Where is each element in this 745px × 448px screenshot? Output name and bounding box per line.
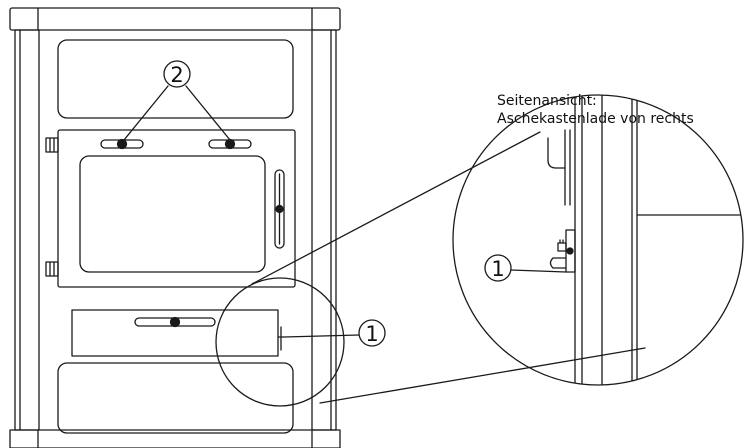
door-hinge-top	[45, 137, 59, 153]
door-handle	[274, 169, 285, 249]
door-slot-left	[100, 138, 144, 150]
stove-base	[9, 429, 341, 448]
door-slot-right	[208, 138, 252, 150]
combustion-door	[57, 129, 296, 288]
detail-view	[452, 94, 744, 386]
stove-body-frame	[14, 29, 337, 431]
ash-drawer	[71, 309, 279, 357]
door-hinge-bottom	[45, 261, 59, 277]
ash-drawer-lock	[277, 326, 285, 351]
callout-1-number: 1	[365, 322, 378, 346]
callout-2-number: 2	[170, 63, 183, 87]
magnifier-circle	[215, 277, 345, 407]
detail-callout-1-number: 1	[491, 257, 504, 281]
detail-circle	[452, 94, 744, 386]
upper-panel	[57, 39, 294, 119]
detail-callout-1	[484, 254, 567, 282]
stove-top-lid	[9, 7, 341, 31]
zoom-lines	[251, 131, 646, 404]
callout-2	[123, 60, 231, 141]
caption-ash-drawer: Aschekastenlade von rechts	[497, 111, 694, 127]
lower-panel	[57, 362, 294, 434]
callout-1	[283, 319, 386, 347]
